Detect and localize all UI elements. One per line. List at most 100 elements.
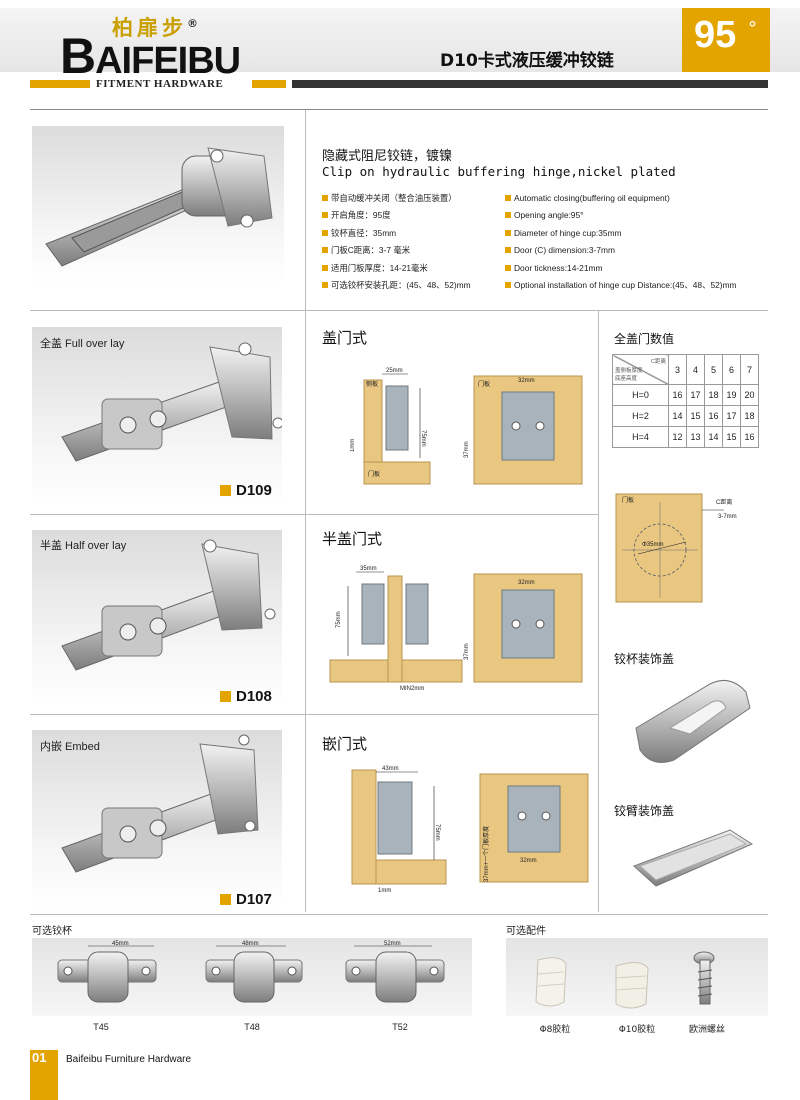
door-values-title: 全盖门数值	[614, 332, 675, 346]
svg-text:45mm: 45mm	[112, 941, 129, 947]
svg-text:37mm: 37mm	[464, 441, 470, 458]
svg-text:门板: 门板	[368, 470, 380, 478]
table-col-header: 3	[668, 354, 687, 385]
accessories-images	[535, 951, 715, 1009]
arm-cover-title: 铰臂装饰盖	[614, 804, 675, 818]
hinge-photo-d109	[32, 327, 284, 507]
diagram-half-overlay: 35mm 75mm MIN2mm 32mm 37mm	[329, 566, 583, 692]
angle-unit: °	[748, 18, 757, 39]
brand-chinese-name: 柏扉步®	[112, 16, 198, 40]
svg-text:1mm: 1mm	[350, 439, 356, 452]
diagram-embed: 43mm 75mm 1mm 32mm 37mm+一个门板厚度	[351, 766, 589, 894]
hinge-photo-d108	[32, 530, 282, 706]
hinge-photo-d107	[32, 730, 282, 910]
variant-divider	[30, 714, 598, 715]
svg-text:门板: 门板	[622, 496, 634, 504]
spec-item: Opening angle:95°	[505, 207, 737, 224]
model-code-d108: D108	[220, 688, 272, 705]
cup-label-t45: T45	[93, 1022, 109, 1032]
spec-list-cn: 带自动缓冲关闭（整合油压装置） 开启角度：95度 铰杯直径：35mm 门板C距离…	[322, 190, 471, 294]
table-col-header: 5	[704, 354, 723, 385]
cup-cover-image	[635, 679, 751, 763]
spec-item: 适用门板厚度：14-21毫米	[322, 260, 471, 277]
svg-text:52mm: 52mm	[384, 941, 401, 947]
style-title-full-overlay: 盖门式	[322, 329, 368, 347]
hero-hinge-photo	[32, 126, 284, 284]
hinge-illustration	[45, 147, 273, 267]
accessory-label-plug-10: Φ10胶粒	[618, 1025, 656, 1035]
spec-item: 开启角度：95度	[322, 207, 471, 224]
svg-text:Φ35mm: Φ35mm	[642, 542, 663, 548]
spec-item: 门板C距离：3-7 毫米	[322, 242, 471, 259]
cup-distance-diagram: 门板 Φ35mm C距离 3-7mm	[615, 493, 737, 603]
section-divider	[30, 310, 768, 311]
svg-text:MIN2mm: MIN2mm	[400, 686, 424, 692]
euro-screw	[693, 951, 715, 1005]
accent-bar-left	[30, 80, 90, 88]
plug-8mm	[535, 957, 567, 1007]
spec-item: Door (C) dimension:3-7mm	[505, 242, 737, 259]
spec-list-en: Automatic closing(buffering oil equipmen…	[505, 190, 737, 294]
table-corner-cell: C距离 盖侧板厚度 底座高度	[612, 354, 669, 385]
spec-item: Optional installation of hinge cup Dista…	[505, 277, 737, 294]
svg-text:43mm: 43mm	[382, 766, 399, 772]
plug-10mm	[615, 962, 649, 1009]
page-number-badge	[30, 1050, 58, 1100]
variant-divider-right	[598, 310, 599, 912]
table-row: H=0 16 17 18 19 20	[612, 384, 759, 406]
cup-label-t52: T52	[392, 1022, 408, 1032]
hinge-illustration	[61, 342, 284, 462]
cup-t52: 52mm	[345, 941, 445, 1003]
accessories-band	[506, 938, 768, 1016]
intro-divider	[305, 110, 306, 310]
svg-text:32mm: 32mm	[518, 378, 535, 384]
angle-value: 95	[694, 14, 737, 56]
door-values-table: C距离 盖侧板厚度 底座高度 3 4 5 6 7 H=0 16 17 18 19…	[612, 354, 759, 448]
hinge-illustration	[61, 539, 276, 671]
style-title-embed: 嵌门式	[322, 735, 368, 753]
brand-subtitle: FITMENT HARDWARE	[96, 78, 224, 90]
spec-item: Door tickness:14-21mm	[505, 260, 737, 277]
svg-text:1mm: 1mm	[378, 888, 391, 894]
table-row: H=2 14 15 16 17 18	[612, 405, 759, 427]
angle-badge	[682, 8, 770, 72]
intro-title-en: Clip on hydraulic buffering hinge,nickel…	[322, 164, 676, 179]
top-divider	[30, 109, 768, 110]
arm-cover-image	[633, 829, 754, 887]
svg-text:37mm: 37mm	[464, 643, 470, 660]
spec-item: Diameter of hinge cup:35mm	[505, 225, 737, 242]
svg-text:25mm: 25mm	[386, 368, 403, 374]
svg-text:侧板: 侧板	[366, 380, 378, 388]
variant-label-d109: 全盖 Full over lay	[40, 338, 125, 350]
accent-bar-right	[252, 80, 286, 88]
page-header: 柏扉步® BAIFEIBU FITMENT HARDWARE D10卡式液压缓冲…	[0, 0, 800, 100]
optional-cups-images: 45mm 48mm 52mm	[57, 941, 445, 1003]
table-row: H=4 12 13 14 15 16	[612, 426, 759, 448]
cup-t45: 45mm	[57, 941, 157, 1003]
model-code-d109: D109	[220, 482, 272, 499]
svg-text:32mm: 32mm	[520, 858, 537, 864]
spec-item: Automatic closing(buffering oil equipmen…	[505, 190, 737, 207]
svg-text:37mm+一个门板厚度: 37mm+一个门板厚度	[482, 826, 490, 882]
product-title: D10卡式液压缓冲铰链	[440, 51, 614, 71]
optional-cups-title: 可选铰杯	[32, 926, 72, 937]
svg-text:32mm: 32mm	[518, 580, 535, 586]
brand-logo: BAIFEIBU	[60, 28, 241, 84]
svg-text:门板: 门板	[478, 380, 490, 388]
footer-text: Baifeibu Furniture Hardware	[66, 1054, 192, 1065]
header-band	[0, 8, 800, 72]
variant-label-d107: 内嵌 Embed	[40, 741, 100, 753]
table-col-header: 6	[722, 354, 741, 385]
table-col-header: 4	[686, 354, 705, 385]
diagram-full-overlay: 侧板 25mm 75mm 1mm 门板 门板 32mm 37mm	[350, 368, 583, 485]
cup-cover-title: 铰杯装饰盖	[614, 652, 675, 666]
accessories-title: 可选配件	[506, 926, 546, 937]
variant-divider	[30, 514, 598, 515]
cup-label-t48: T48	[244, 1022, 260, 1032]
svg-text:35mm: 35mm	[360, 566, 377, 572]
variant-divider-left	[305, 310, 306, 912]
style-title-half-overlay: 半盖门式	[322, 530, 383, 548]
page-number: 01	[32, 1050, 47, 1065]
svg-text:3-7mm: 3-7mm	[718, 514, 737, 520]
title-underline	[292, 80, 768, 88]
